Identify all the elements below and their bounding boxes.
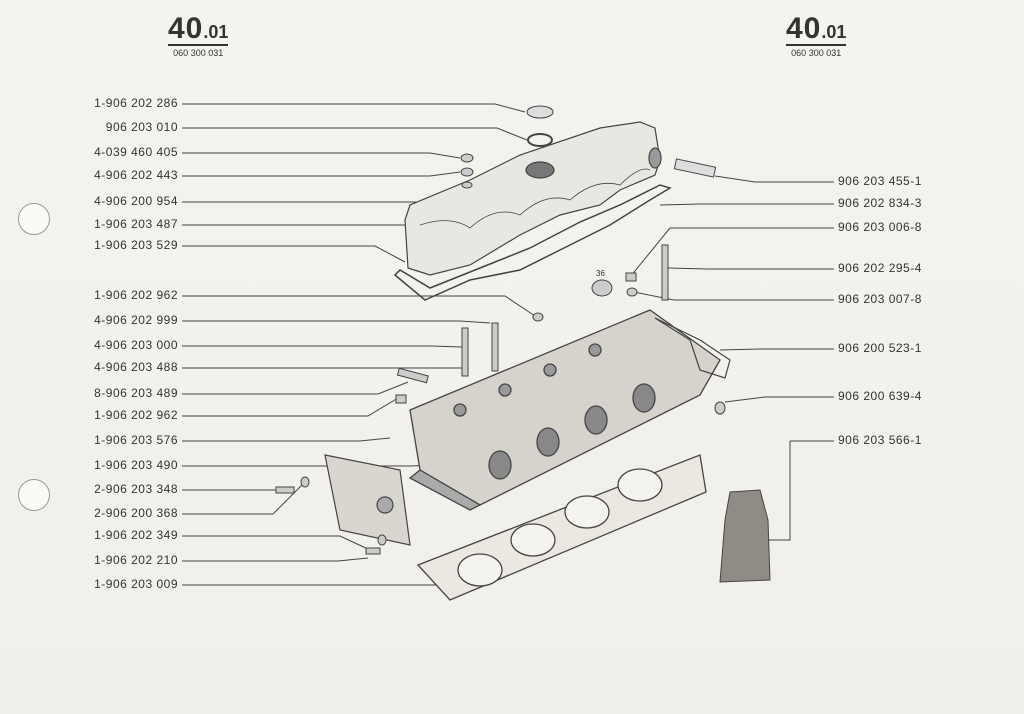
- header-rule: [168, 44, 229, 46]
- part-number-label: 906 202 834-3: [838, 196, 922, 210]
- part-number-label: 906 202 295-4: [838, 261, 922, 275]
- part-number-label: 4-906 202 443: [94, 168, 178, 182]
- leader-line: [182, 245, 406, 263]
- small-screws: [275, 312, 726, 555]
- part-number-label: 1-906 202 962: [94, 408, 178, 422]
- valve-cover: [404, 121, 662, 276]
- part-number-label: 1-906 202 210: [94, 553, 178, 567]
- dowel-pins: [461, 244, 669, 377]
- end-plate: [324, 454, 411, 546]
- leader-line: [724, 396, 834, 403]
- part-number-label: 1-906 202 286: [94, 96, 178, 110]
- part-number-label: 4-906 200 954: [94, 194, 178, 208]
- leader-line: [182, 345, 463, 348]
- part-number-label: 8-906 203 489: [94, 386, 178, 400]
- leader-line: [182, 381, 409, 395]
- part-number-label: 4-906 202 999: [94, 313, 178, 327]
- leader-line: [182, 127, 528, 141]
- leader-line: [182, 437, 391, 442]
- leader-line: [659, 203, 834, 206]
- part-number-label: 4-906 203 488: [94, 360, 178, 374]
- part-number-label: 906 203 010: [105, 120, 178, 134]
- leader-line: [714, 175, 834, 183]
- plug-and-nut: 36: [591, 269, 638, 297]
- dimension-label: 36: [596, 269, 605, 278]
- cylinder-head: [408, 309, 721, 511]
- binder-hole-top: [18, 203, 50, 235]
- section-number: 40: [168, 12, 204, 45]
- part-number-label: 906 203 007-8: [838, 292, 922, 306]
- leader-line: [182, 185, 461, 203]
- part-number-label: 1-906 202 962: [94, 288, 178, 302]
- leader-line: [182, 295, 536, 317]
- part-number-label: 2-906 200 368: [94, 506, 178, 520]
- page-header-right: 40.01 060 300 031: [786, 12, 847, 58]
- part-number-label: 1-906 203 009: [94, 577, 178, 591]
- subsection-number: .01: [203, 22, 229, 42]
- gasket-kit-bag: [719, 489, 771, 583]
- leader-line: [182, 483, 304, 515]
- part-number-label: 906 200 639-4: [838, 389, 922, 403]
- part-number-label: 1-906 203 490: [94, 458, 178, 472]
- leader-line: [629, 227, 834, 278]
- oil-filler-cap: [526, 105, 554, 147]
- catalog-code: 060 300 031: [791, 48, 842, 58]
- part-number-label: 4-906 203 000: [94, 338, 178, 352]
- leader-line: [182, 320, 491, 324]
- header-rule: [786, 44, 847, 46]
- cylinder-head-side-gasket: [654, 317, 731, 379]
- leader-line: [182, 464, 441, 467]
- leader-line: [182, 103, 526, 113]
- section-number: 40: [786, 12, 822, 45]
- part-number-label: 1-906 203 487: [94, 217, 178, 231]
- small-washers: [460, 153, 474, 189]
- stud-bolt: [673, 158, 717, 178]
- part-number-label: 906 203 566-1: [838, 433, 922, 447]
- part-number-label: 2-906 203 348: [94, 482, 178, 496]
- leader-line: [719, 348, 834, 351]
- catalog-code: 060 300 031: [173, 48, 224, 58]
- part-number-label: 906 203 455-1: [838, 174, 922, 188]
- part-number-label: 4-039 460 405: [94, 145, 178, 159]
- leader-line: [182, 535, 371, 551]
- head-gasket: [416, 454, 707, 601]
- leader-line: [633, 291, 834, 301]
- part-number-label: 1-906 203 529: [94, 238, 178, 252]
- page-header-left: 40.01 060 300 031: [168, 12, 229, 58]
- binder-hole-bottom: [18, 479, 50, 511]
- part-number-label: 906 203 006-8: [838, 220, 922, 234]
- part-number-label: 1-906 202 349: [94, 528, 178, 542]
- part-number-label: 1-906 203 576: [94, 433, 178, 447]
- subsection-number: .01: [821, 22, 847, 42]
- part-number-label: 906 200 523-1: [838, 341, 922, 355]
- leader-line: [667, 267, 834, 270]
- leader-lines: [182, 103, 834, 586]
- leader-line: [182, 152, 461, 159]
- leader-line: [182, 557, 369, 562]
- leader-line: [182, 171, 461, 177]
- valve-cover-gasket: [393, 184, 672, 301]
- leader-line: [182, 397, 399, 417]
